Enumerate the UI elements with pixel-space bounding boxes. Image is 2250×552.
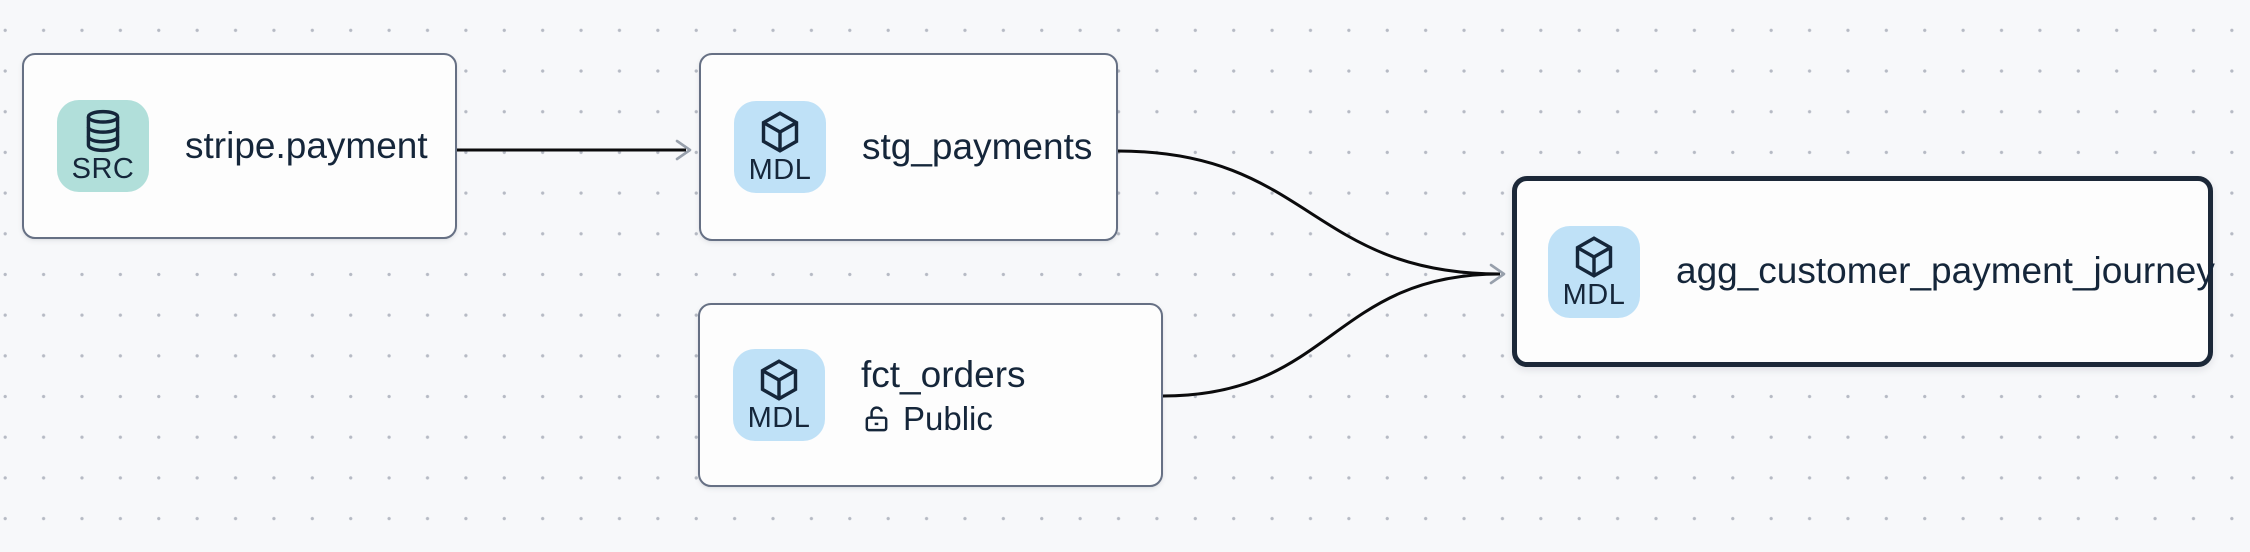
- node-agg-customer-payment-journey[interactable]: MDL agg_customer_payment_journey: [1512, 176, 2215, 367]
- node-stripe-payment[interactable]: SRC stripe.payment: [22, 53, 457, 239]
- database-icon: [86, 109, 120, 153]
- node-text: agg_customer_payment_journey: [1676, 248, 2215, 294]
- access-label: Public: [903, 400, 993, 438]
- edge-fct-orders-to-agg-customer-payment-journey: [1162, 272, 1501, 398]
- arrowhead-icon: [675, 139, 692, 161]
- node-title: fct_orders: [861, 354, 1026, 396]
- node-text: stg_payments: [862, 124, 1092, 170]
- node-stg-payments[interactable]: MDL stg_payments: [699, 53, 1118, 241]
- node-title: stripe.payment: [185, 124, 428, 166]
- unlock-icon: [865, 406, 888, 432]
- badge-label: SRC: [71, 153, 135, 185]
- badge-label: MDL: [748, 154, 812, 186]
- model-badge: MDL: [734, 101, 826, 193]
- model-badge: MDL: [733, 349, 825, 441]
- cube-icon: [761, 111, 799, 153]
- badge-label: MDL: [747, 402, 811, 434]
- node-title: agg_customer_payment_journey: [1676, 250, 2215, 292]
- source-badge: SRC: [57, 100, 149, 192]
- access-row: Public: [861, 401, 1026, 437]
- node-title: stg_payments: [862, 125, 1093, 167]
- edge-stg-payments-to-agg-customer-payment-journey: [1117, 149, 1501, 276]
- cube-icon: [1575, 235, 1613, 278]
- node-text: fct_orders Public: [861, 352, 1026, 438]
- node-fct-orders[interactable]: MDL fct_orders Public: [698, 303, 1163, 487]
- cube-icon: [760, 359, 798, 401]
- node-text: stripe.payment: [185, 123, 428, 169]
- badge-label: MDL: [1562, 278, 1626, 311]
- arrowhead-icon: [1489, 263, 1506, 285]
- model-badge: MDL: [1548, 225, 1640, 318]
